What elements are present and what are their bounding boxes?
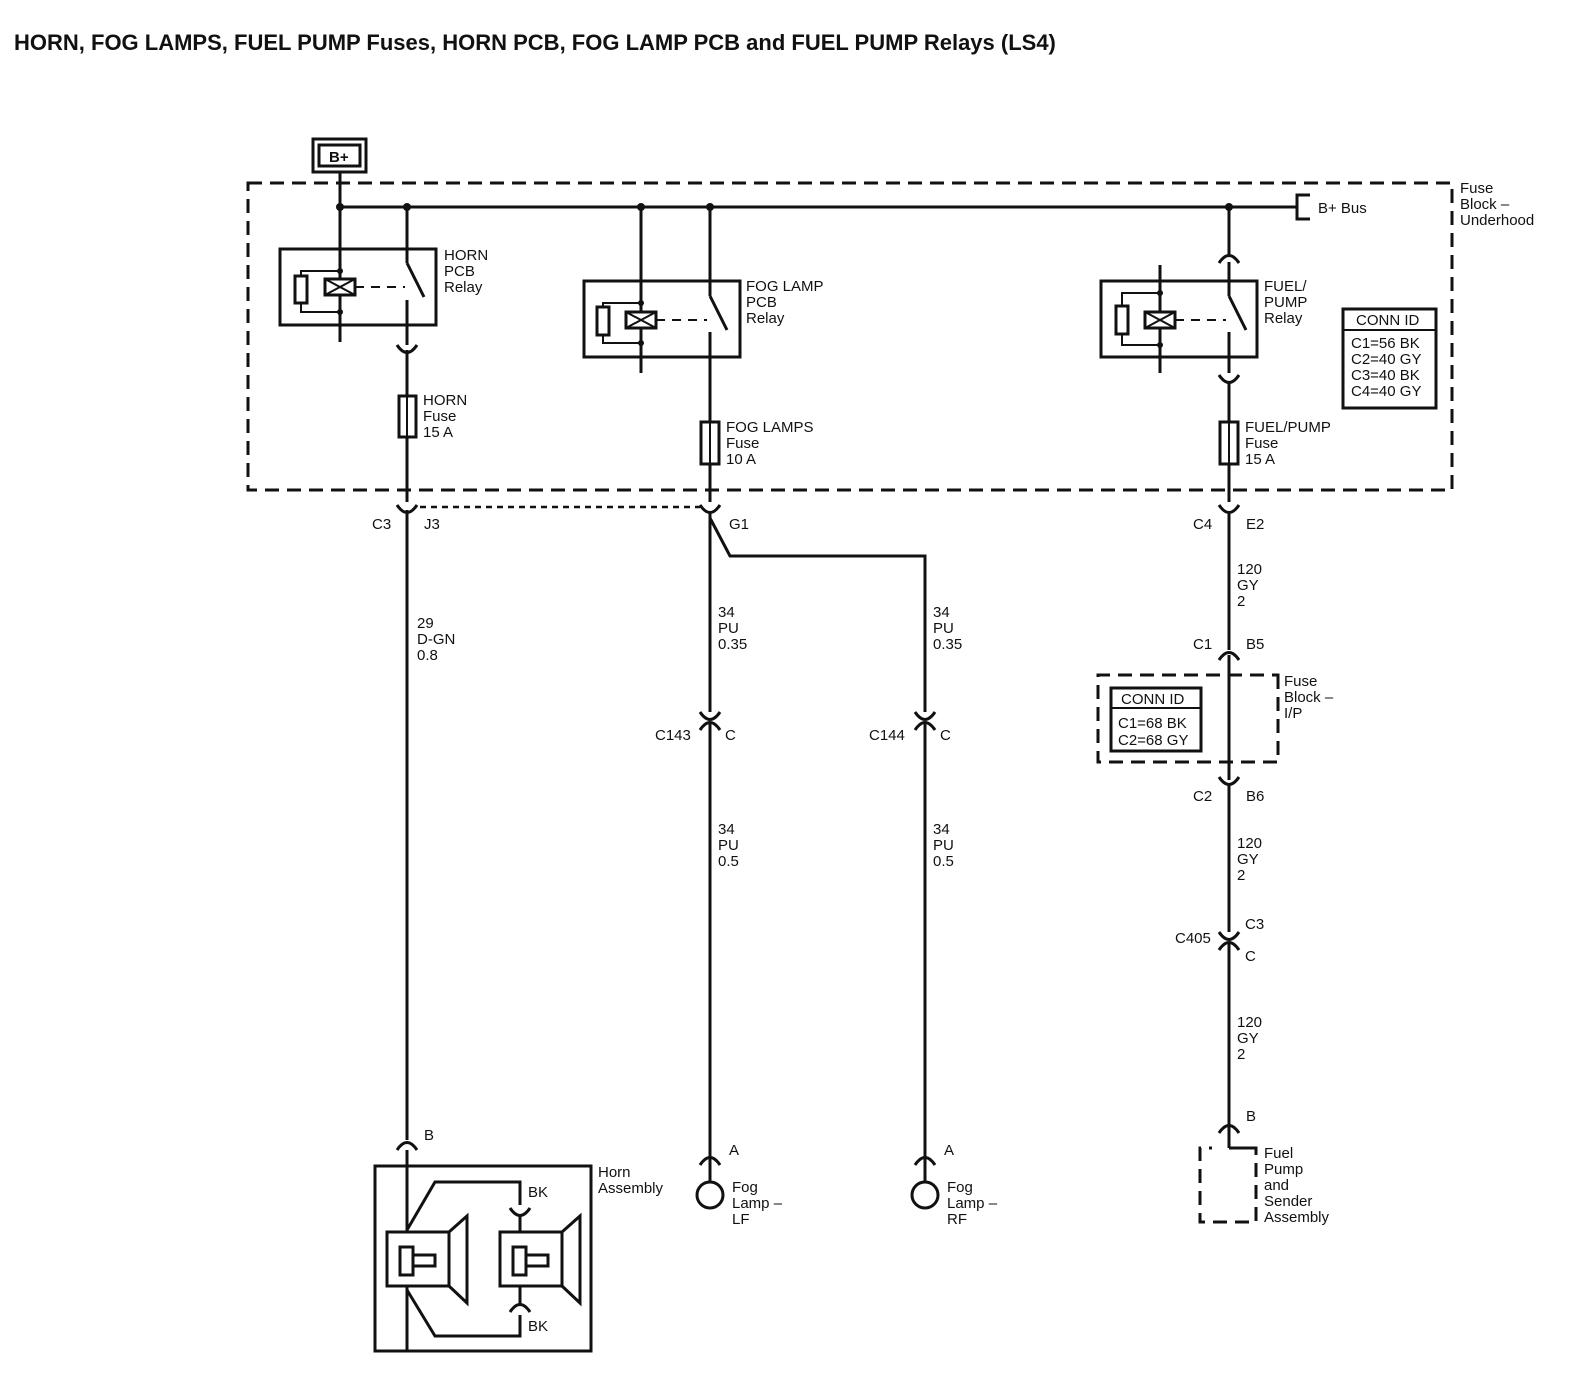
fuel-pump-sender-assembly: Fuel Pump and Sender Assembly [1198, 1145, 1330, 1226]
connector-e2: E2 [1246, 516, 1264, 533]
connector-b6: B6 [1246, 788, 1264, 805]
fog-lamp-lf-pin: A [729, 1142, 739, 1159]
b-plus-bus: B+ Bus [336, 193, 1367, 221]
connector-c1: C1 [1193, 636, 1212, 653]
fuel-fuse-label: FUEL/PUMP Fuse 15 A [1245, 419, 1335, 468]
horn-assembly-pin-b: B [424, 1127, 434, 1144]
power-source-label: B+ [329, 149, 349, 166]
fog-lamp-wiring: G1 34 PU 0.35 34 PU 0.35 C143 C C144 C 3… [655, 504, 962, 1160]
fog-lf-lower-spec: 34 PU 0.5 [718, 821, 743, 870]
fuel-pump-wiring: C4 E2 120 GY 2 C1 B5 C2 B6 120 GY 2 C405… [1175, 504, 1266, 1150]
fuse-block-ip: CONN ID C1=68 BK C2=68 GY Fuse Block – I… [1096, 673, 1337, 764]
fuel-pump-fuse: FUEL/PUMP Fuse 15 A [1217, 374, 1335, 502]
connector-j3: J3 [424, 516, 440, 533]
fog-lamp-pcb-relay: FOG LAMP PCB Relay [582, 207, 827, 502]
horn-bk-bottom: BK [528, 1318, 548, 1335]
connector-b5: B5 [1246, 636, 1264, 653]
fog-lamp-rf-pin: A [944, 1142, 954, 1159]
fog-fuse-label: FOG LAMPS Fuse 10 A [726, 419, 818, 468]
fog-lf-upper-spec: 34 PU 0.35 [718, 604, 747, 653]
conn-id-ip-lines: C1=68 BK C2=68 GY [1118, 715, 1191, 749]
conn-id-underhood-lines: C1=56 BK C2=40 GY C3=40 BK C4=40 GY [1351, 335, 1425, 400]
connector-c405-c3: C3 [1245, 916, 1264, 933]
fuel-wire-1-spec: 120 GY 2 [1237, 561, 1266, 610]
horn-fuse-label: HORN Fuse 15 A [423, 392, 471, 441]
fuel-relay-label: FUEL/ PUMP Relay [1264, 278, 1311, 327]
fog-relay-label: FOG LAMP PCB Relay [746, 278, 827, 327]
fog-rf-upper-spec: 34 PU 0.35 [933, 604, 962, 653]
b-plus-bus-label: B+ Bus [1318, 200, 1367, 217]
connector-c143-pin: C [725, 727, 736, 744]
power-source-b-plus: B+ [311, 137, 368, 207]
diagram-title: HORN, FOG LAMPS, FUEL PUMP Fuses, HORN P… [14, 30, 1056, 55]
fuel-pump-label: Fuel Pump and Sender Assembly [1264, 1145, 1330, 1226]
horn-pcb-relay: HORN PCB Relay [278, 207, 492, 345]
connector-c2: C2 [1193, 788, 1212, 805]
conn-id-underhood-heading: CONN ID [1356, 312, 1420, 329]
fuel-wire-3-spec: 120 GY 2 [1237, 1014, 1266, 1063]
connector-c144-pin: C [940, 727, 951, 744]
fuel-pump-relay: FUEL/ PUMP Relay [1099, 207, 1311, 373]
fuse-block-underhood-label: Fuse Block – Underhood [1460, 180, 1534, 229]
fog-lamp-lf: A Fog Lamp – LF [695, 1142, 786, 1228]
conn-id-ip-heading: CONN ID [1121, 691, 1185, 708]
fog-lamp-rf: A Fog Lamp – RF [910, 1142, 1001, 1228]
connector-c405-pin: C [1245, 948, 1256, 965]
connector-c144: C144 [869, 727, 905, 744]
fog-lamp-rf-label: Fog Lamp – RF [947, 1179, 1001, 1228]
fog-rf-lower-spec: 34 PU 0.5 [933, 821, 958, 870]
fog-lamp-lf-label: Fog Lamp – LF [732, 1179, 786, 1228]
connector-c4: C4 [1193, 516, 1212, 533]
connector-c3: C3 [372, 516, 391, 533]
conn-id-underhood: CONN ID C1=56 BK C2=40 GY C3=40 BK C4=40… [1341, 307, 1438, 410]
horn-bk-top: BK [528, 1184, 548, 1201]
horn-assembly: B BK BK Horn Assembly [373, 1127, 664, 1353]
fuse-block-ip-label: Fuse Block – I/P [1284, 673, 1337, 722]
horn-wire: C3 J3 29 D-GN 0.8 [372, 504, 460, 1140]
horn-wire-spec: 29 D-GN 0.8 [417, 615, 460, 664]
fuel-pump-pin-b: B [1246, 1108, 1256, 1125]
connector-g1: G1 [729, 516, 749, 533]
fog-lamps-fuse: FOG LAMPS Fuse 10 A [699, 419, 818, 468]
horn-fuse: HORN Fuse 15 A [395, 344, 471, 502]
horn-relay-label: HORN PCB Relay [444, 247, 492, 296]
connector-c143: C143 [655, 727, 691, 744]
fuel-wire-2-spec: 120 GY 2 [1237, 835, 1266, 884]
horn-assembly-label: Horn Assembly [598, 1164, 664, 1197]
fuse-block-underhood: Fuse Block – Underhood [246, 180, 1534, 492]
connector-c405: C405 [1175, 930, 1211, 947]
